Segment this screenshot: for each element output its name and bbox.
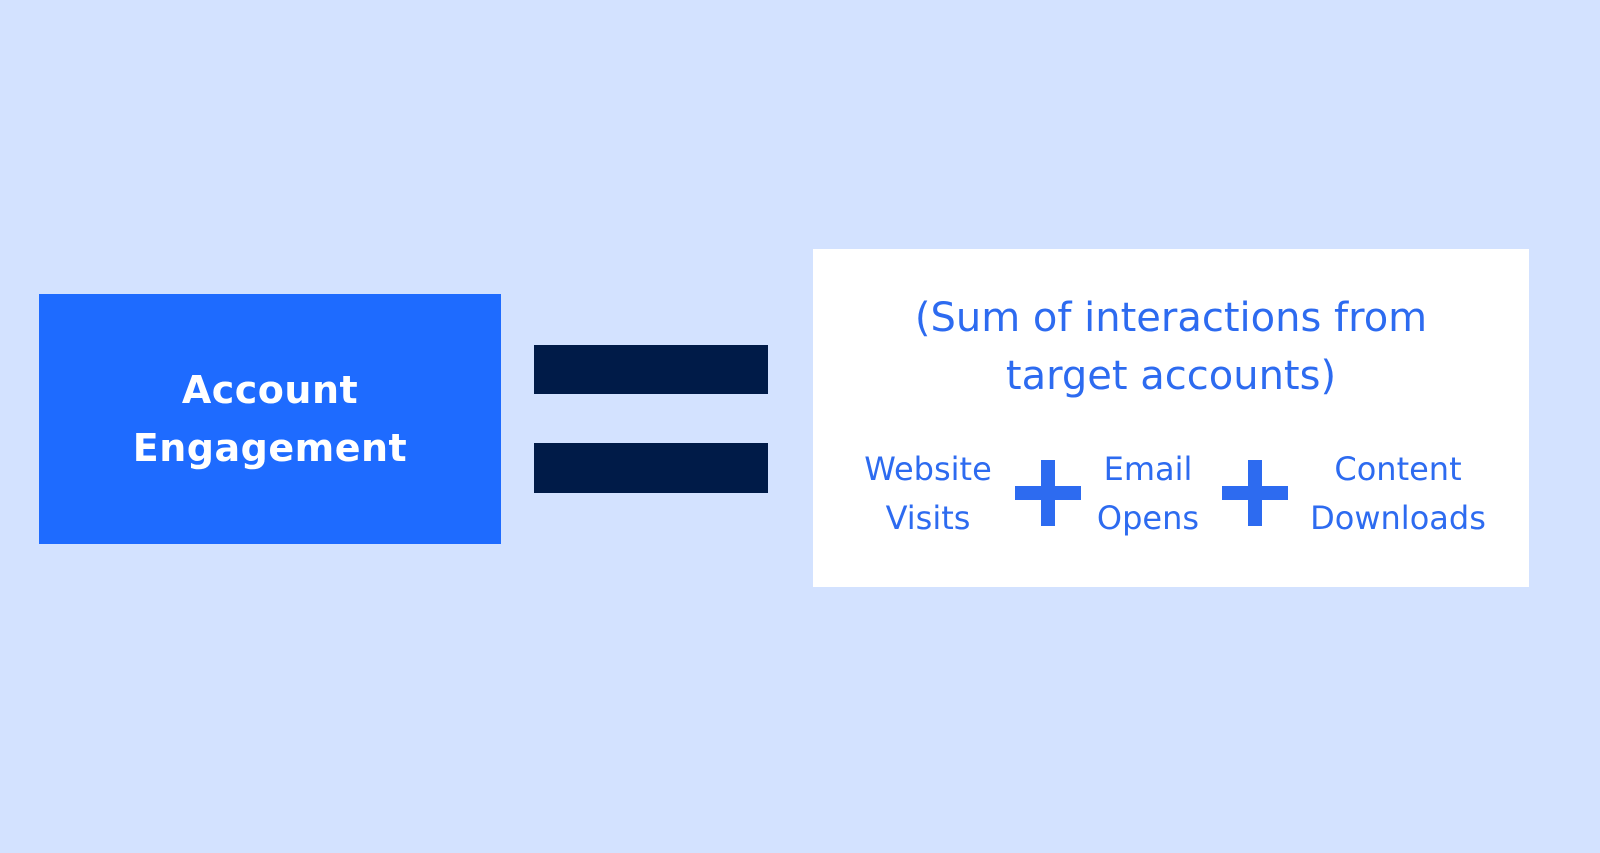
equals-bar-top: [534, 345, 768, 394]
formula-description-line-2: target accounts): [1005, 353, 1337, 399]
term-line: Downloads: [1310, 499, 1486, 537]
term-content-downloads: Content Downloads: [1310, 445, 1486, 543]
formula-description: (Sum of interactions from target account…: [813, 289, 1529, 405]
term-line: Visits: [885, 499, 971, 537]
term-website-visits: Website Visits: [864, 445, 992, 543]
plus-icon: [1015, 460, 1081, 526]
term-email-opens: Email Opens: [1097, 445, 1199, 543]
term-line: Website: [864, 450, 992, 488]
lhs-label-line-2: Engagement: [132, 426, 408, 470]
lhs-label-line-1: Account: [181, 368, 359, 412]
formula-panel: (Sum of interactions from target account…: [813, 249, 1529, 587]
formula-description-line-1: (Sum of interactions from: [914, 295, 1428, 341]
term-line: Opens: [1096, 499, 1200, 537]
plus-icon: [1222, 460, 1288, 526]
term-line: Email: [1103, 450, 1193, 488]
equals-bar-bottom: [534, 443, 768, 493]
term-line: Content: [1334, 450, 1462, 488]
account-engagement-box: Account Engagement: [39, 294, 501, 544]
